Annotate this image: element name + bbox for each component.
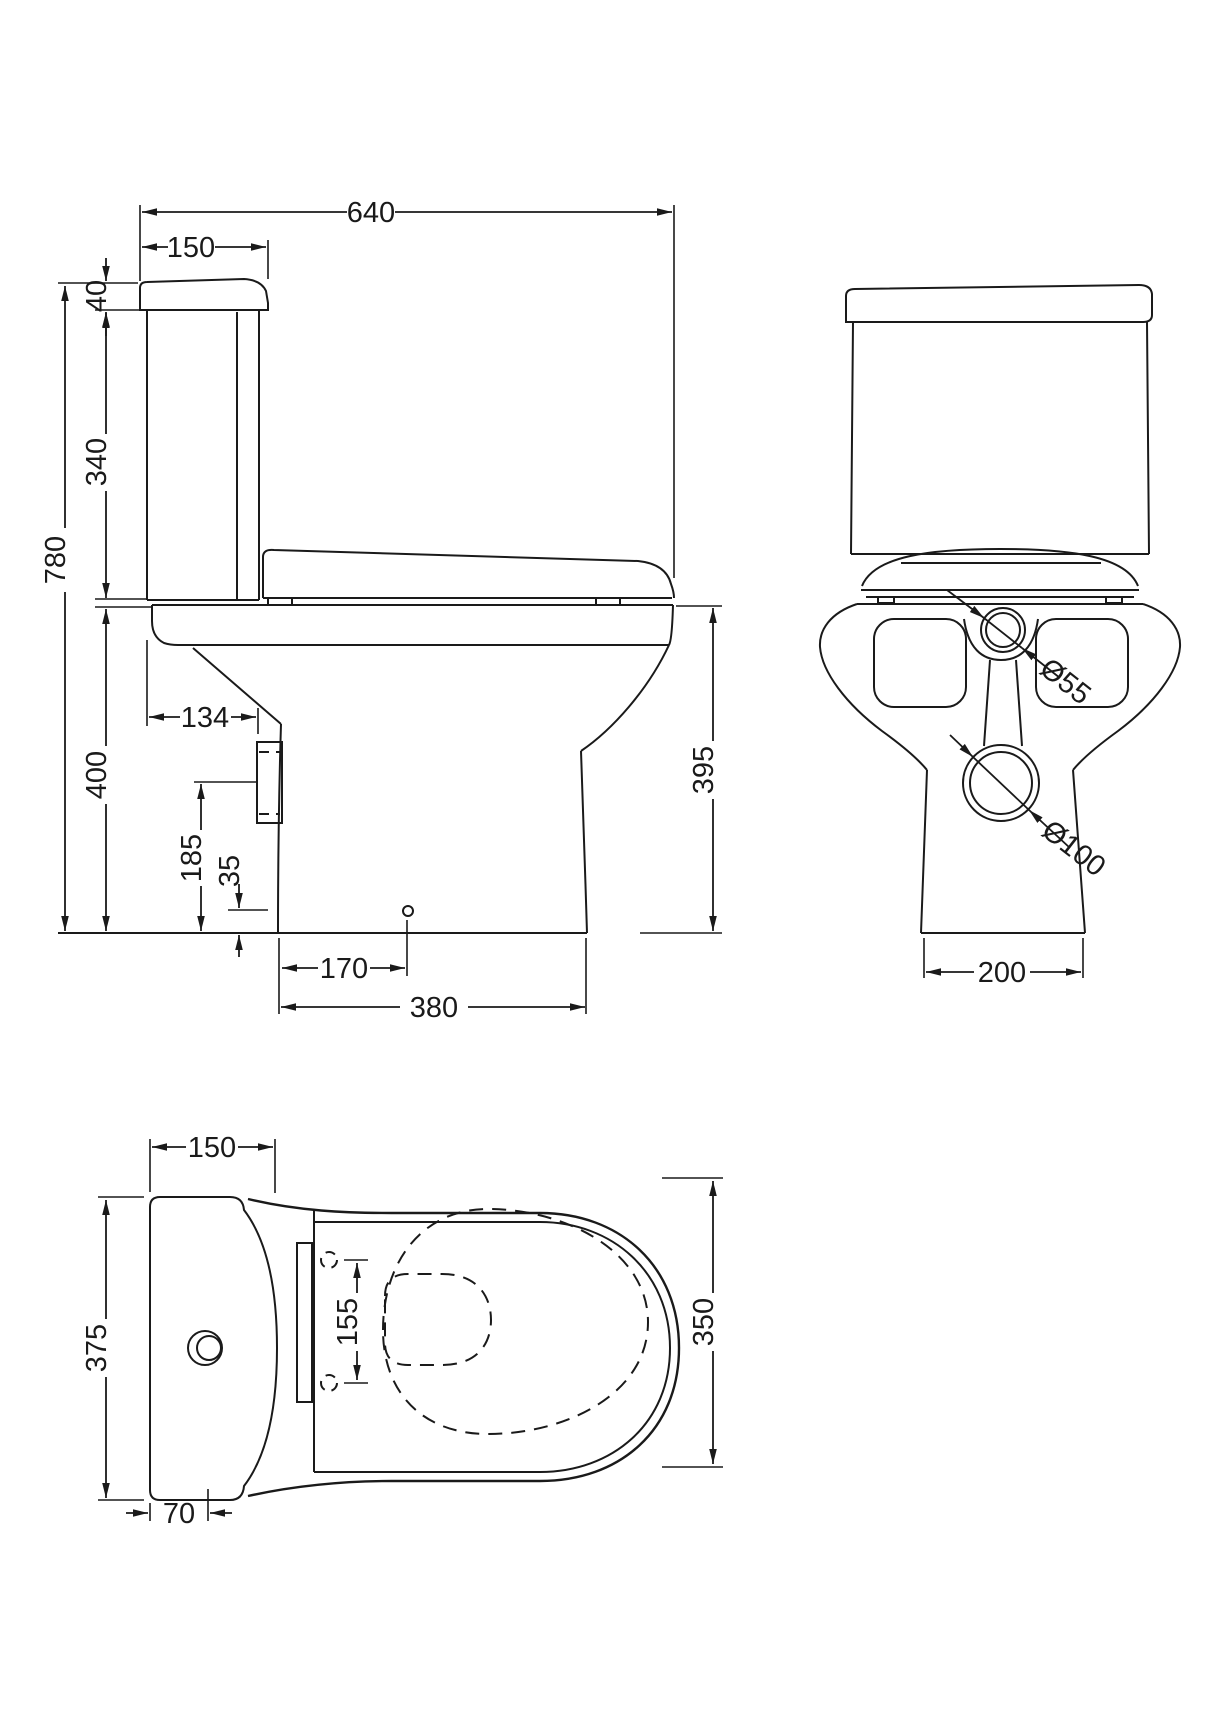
front-inlet-circle-inner — [985, 612, 1021, 648]
plan-seat-opening — [381, 1207, 650, 1436]
ext-134 — [146, 640, 259, 734]
plan-seat-outline — [313, 1210, 672, 1473]
dim-inlet-height: 185 — [176, 834, 208, 882]
front-seat-buffer-left — [877, 596, 895, 604]
leader-100-mid — [972, 756, 1030, 811]
plan-pan-outline — [247, 1197, 681, 1498]
plan-flush-button-inner — [196, 1335, 222, 1361]
side-seat-buffer-rear — [267, 597, 293, 606]
dim-cistern-body-height: 340 — [81, 438, 113, 486]
side-seat-buffer-front — [595, 597, 621, 606]
plan-cistern — [149, 1196, 279, 1501]
front-seat-ring-lines — [861, 589, 1139, 598]
ext-375 — [98, 1196, 144, 1501]
dim-base-depth: 380 — [410, 992, 458, 1024]
plan-sump-outline — [384, 1273, 493, 1366]
ext-40 — [58, 282, 147, 311]
front-view: Ø55 Ø100 200 — [818, 283, 1182, 989]
dim-lid-height: 40 — [81, 280, 113, 312]
front-seat-buffer-right — [1105, 596, 1123, 604]
dim-fixing-height: 35 — [214, 855, 246, 887]
ext-155 — [344, 1259, 368, 1384]
ext-170 — [278, 920, 408, 1014]
dim-bowl-height: 400 — [81, 751, 113, 799]
dim-overall-height: 780 — [40, 536, 72, 584]
side-pedestal-back — [192, 647, 282, 934]
ext-640 — [139, 205, 675, 578]
plan-view: 150 375 155 350 70 — [81, 1132, 723, 1530]
side-cistern-lid — [139, 277, 269, 311]
dim-side-offset: 70 — [163, 1498, 195, 1530]
dim-total-depth: 640 — [347, 197, 395, 229]
front-bowl-right — [1072, 603, 1182, 934]
side-view: 640 150 40 340 780 400 134 185 — [40, 197, 722, 1024]
front-outlet-circle-outer — [962, 744, 1040, 822]
side-fixing-hole — [402, 905, 414, 917]
plan-hinge-plate — [296, 1242, 313, 1403]
front-cistern-lid — [845, 283, 1153, 323]
side-bracket — [256, 741, 283, 824]
side-bracket-dashes — [259, 751, 280, 815]
dim-seat-hole-centres: 155 — [332, 1298, 364, 1346]
front-panel-notch — [963, 618, 1039, 662]
side-bowl-curve — [580, 644, 670, 934]
leader-100-b — [1028, 809, 1071, 849]
dim-outlet-diameter: Ø100 — [1036, 814, 1112, 883]
dim-cistern-depth: 150 — [167, 232, 215, 264]
plan-fixing-hole-top — [320, 1251, 338, 1269]
dim-base-width: 200 — [978, 957, 1026, 989]
leader-55-a — [946, 589, 985, 619]
dim-cistern-width: 375 — [81, 1324, 113, 1372]
leader-55-b — [1021, 647, 1061, 679]
front-outlet-circle-inner — [969, 751, 1033, 815]
front-panel-right — [1035, 618, 1129, 708]
ext-350 — [662, 1177, 723, 1468]
front-bowl-left — [818, 603, 928, 934]
front-inlet-circle-outer — [980, 607, 1026, 653]
leader-55-mid — [983, 617, 1023, 649]
dim-plan-cistern-depth: 150 — [188, 1132, 236, 1164]
plan-fixing-hole-bottom — [320, 1374, 338, 1392]
dim-back-offset: 134 — [181, 702, 229, 734]
dim-bowl-width: 350 — [688, 1298, 720, 1346]
front-funnel — [983, 659, 1023, 747]
ext-200 — [923, 938, 1084, 978]
ext-395 — [640, 605, 722, 934]
dim-rim-height: 395 — [688, 746, 720, 794]
front-panel-left — [873, 618, 967, 708]
side-seat-cover — [262, 548, 675, 599]
side-cistern-body — [146, 310, 260, 601]
ext-70 — [149, 1489, 209, 1521]
leader-100-a — [949, 734, 974, 758]
side-pan-flange — [151, 604, 674, 646]
front-seat-cover — [861, 547, 1139, 587]
dim-outlet-offset: 170 — [320, 953, 368, 985]
front-cistern-body — [850, 321, 1150, 555]
ext-plan-150 — [149, 1139, 276, 1193]
